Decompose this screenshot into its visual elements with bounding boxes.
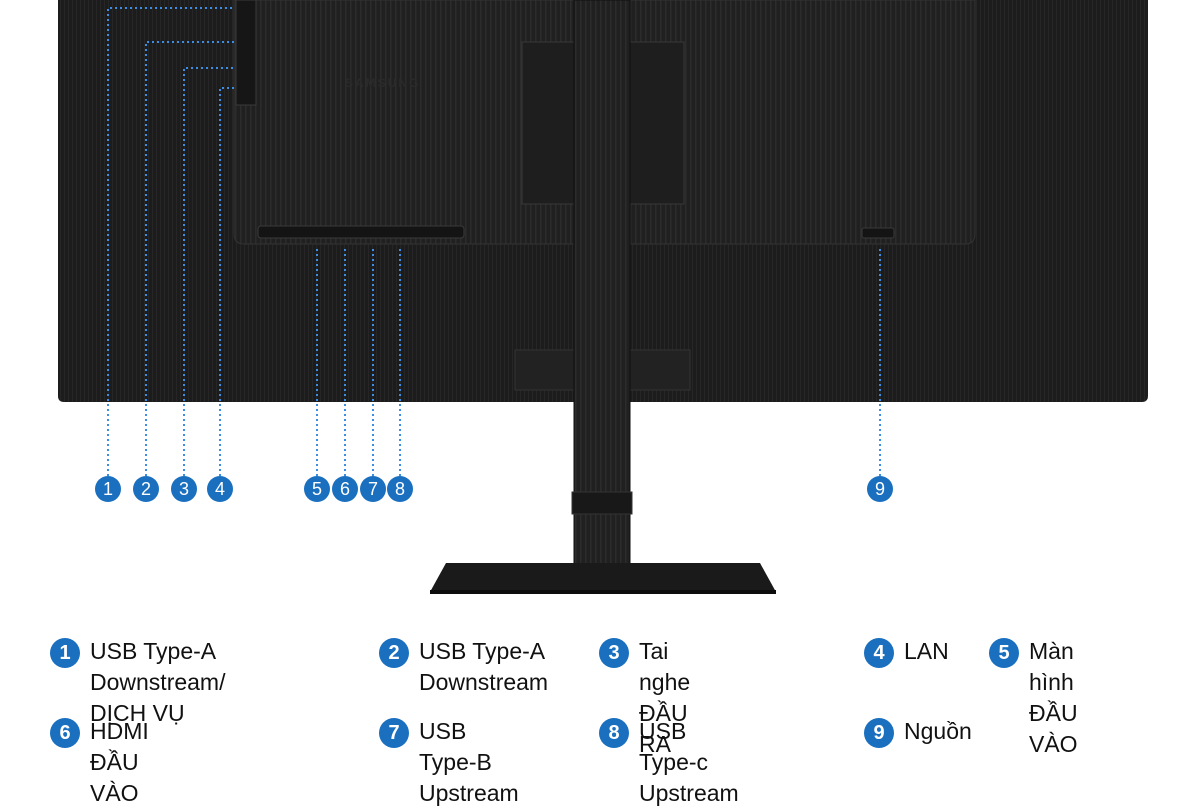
port-marker-5: 5 — [304, 476, 330, 502]
legend-number: 9 — [864, 718, 894, 748]
port-marker-3: 3 — [171, 476, 197, 502]
legend-label: LAN — [904, 638, 949, 664]
port-marker-8: 8 — [387, 476, 413, 502]
port-marker-6: 6 — [332, 476, 358, 502]
side-port-column — [235, 0, 257, 106]
port-marker-7: 7 — [360, 476, 386, 502]
bottom-port-strip — [257, 225, 465, 239]
legend-number: 5 — [989, 638, 1019, 668]
legend-label: USB Type-c Upstream — [639, 718, 739, 806]
port-marker-2: 2 — [133, 476, 159, 502]
legend-number: 2 — [379, 638, 409, 668]
monitor-illustration — [58, 0, 1148, 594]
legend-number: 7 — [379, 718, 409, 748]
legend-label: Tai nghe ĐẦU RA — [639, 638, 691, 757]
legend-label: USB Type-A Downstream — [419, 638, 549, 695]
port-marker-1: 1 — [95, 476, 121, 502]
legend-number: 4 — [864, 638, 894, 668]
legend-label: USB Type-A Downstream/ DỊCH VỤ — [90, 638, 226, 726]
legend-label: USB Type-B Upstream — [419, 718, 519, 806]
stand-foot-edge — [430, 590, 776, 594]
stand-neck — [573, 0, 631, 586]
port-marker-9: 9 — [867, 476, 893, 502]
leader-line-3 — [183, 67, 234, 476]
power-port — [861, 227, 895, 239]
legend-number: 6 — [50, 718, 80, 748]
stand-clip — [571, 491, 633, 515]
legend-number: 8 — [599, 718, 629, 748]
brand-logo: SAMSUNG — [345, 76, 421, 90]
legend-number: 3 — [599, 638, 629, 668]
port-marker-4: 4 — [207, 476, 233, 502]
legend-label: HDMI ĐẦU VÀO — [90, 718, 149, 806]
leader-line-1 — [107, 7, 234, 476]
legend-number: 1 — [50, 638, 80, 668]
stand-foot — [430, 563, 776, 592]
legend-label: Nguồn — [904, 718, 972, 744]
legend-label: Màn hình ĐẦU VÀO — [1029, 638, 1078, 757]
